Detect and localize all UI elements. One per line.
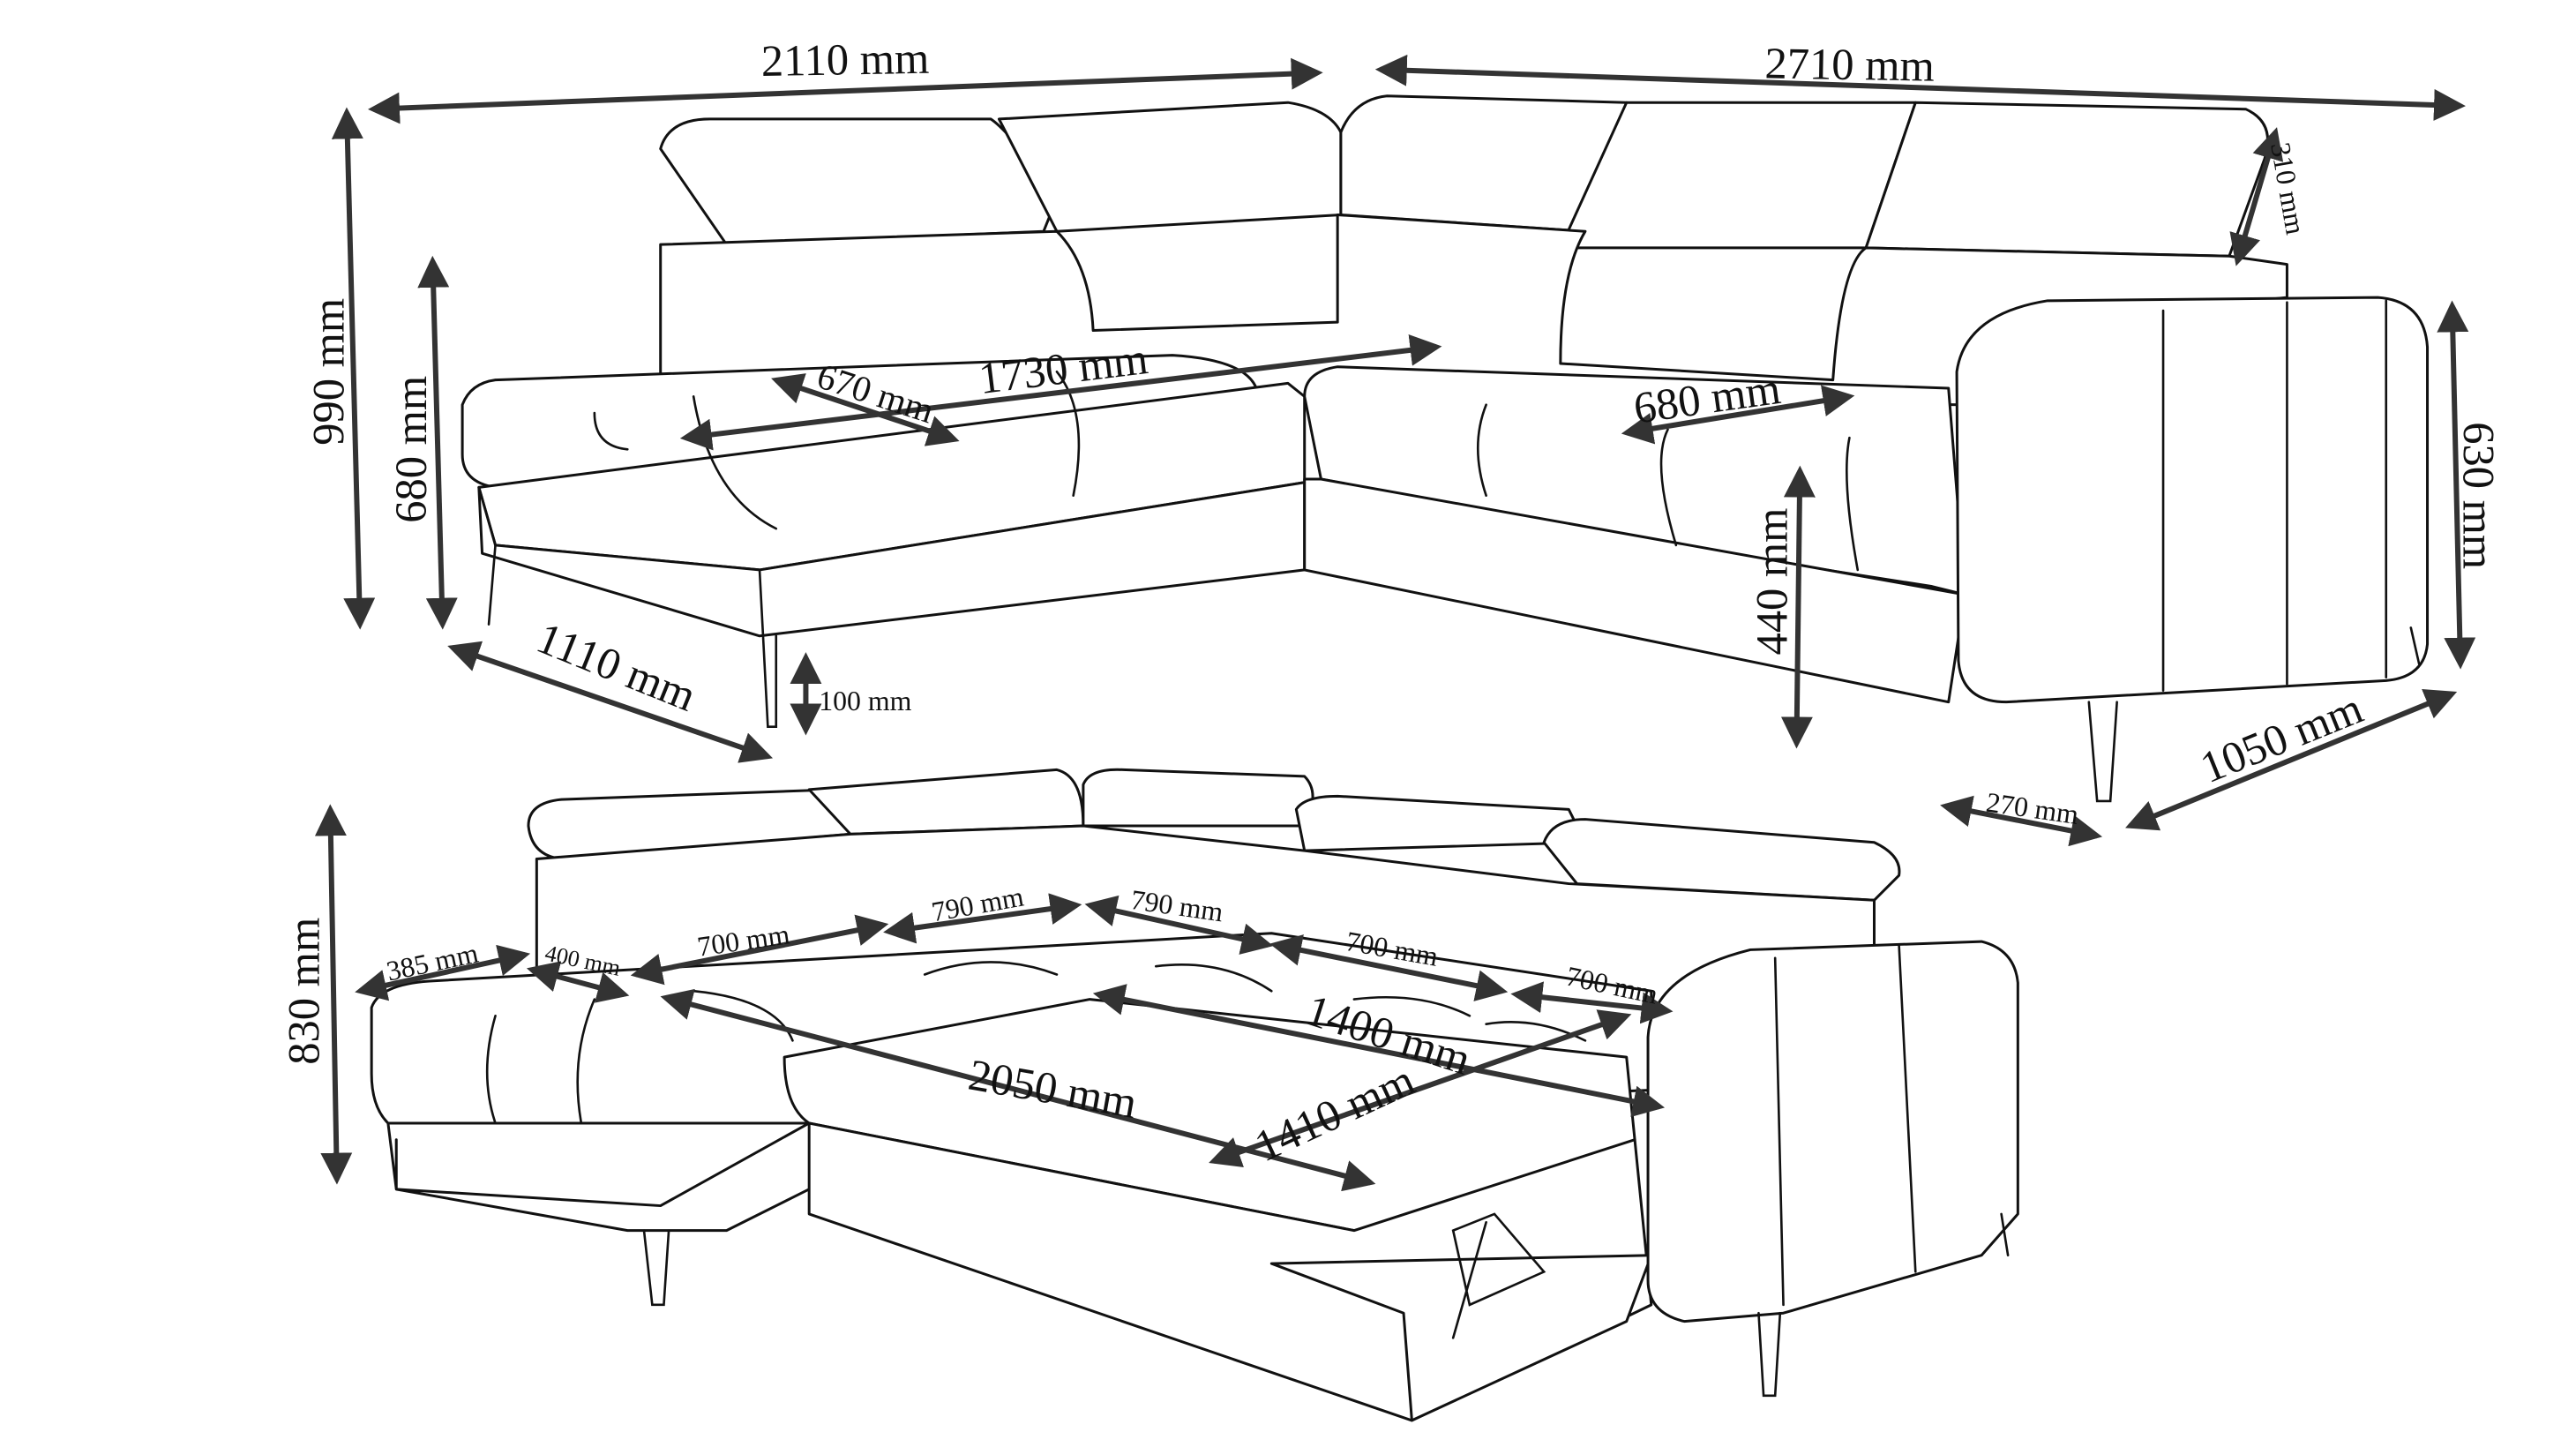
- label-armrest-width: 270 mm: [1984, 787, 2080, 830]
- dimension-arrows: [314, 54, 2476, 1192]
- label-leg-height: 100 mm: [819, 686, 911, 716]
- sofa-bed-drawing: [370, 768, 2019, 1422]
- label-seat-height: 440 mm: [1747, 508, 1796, 656]
- label-width-left: 2110 mm: [760, 34, 929, 86]
- label-armrest-height: 630 mm: [2454, 422, 2504, 569]
- corner-sofa-drawing: [461, 94, 2430, 803]
- label-bed-height: 830 mm: [279, 918, 328, 1065]
- label-back-height: 680 mm: [386, 376, 436, 523]
- label-headrest: 310 mm: [2265, 140, 2311, 237]
- label-width-right: 2710 mm: [1764, 38, 1935, 90]
- label-right-depth: 1050 mm: [2193, 683, 2369, 792]
- label-total-height: 990 mm: [303, 298, 353, 446]
